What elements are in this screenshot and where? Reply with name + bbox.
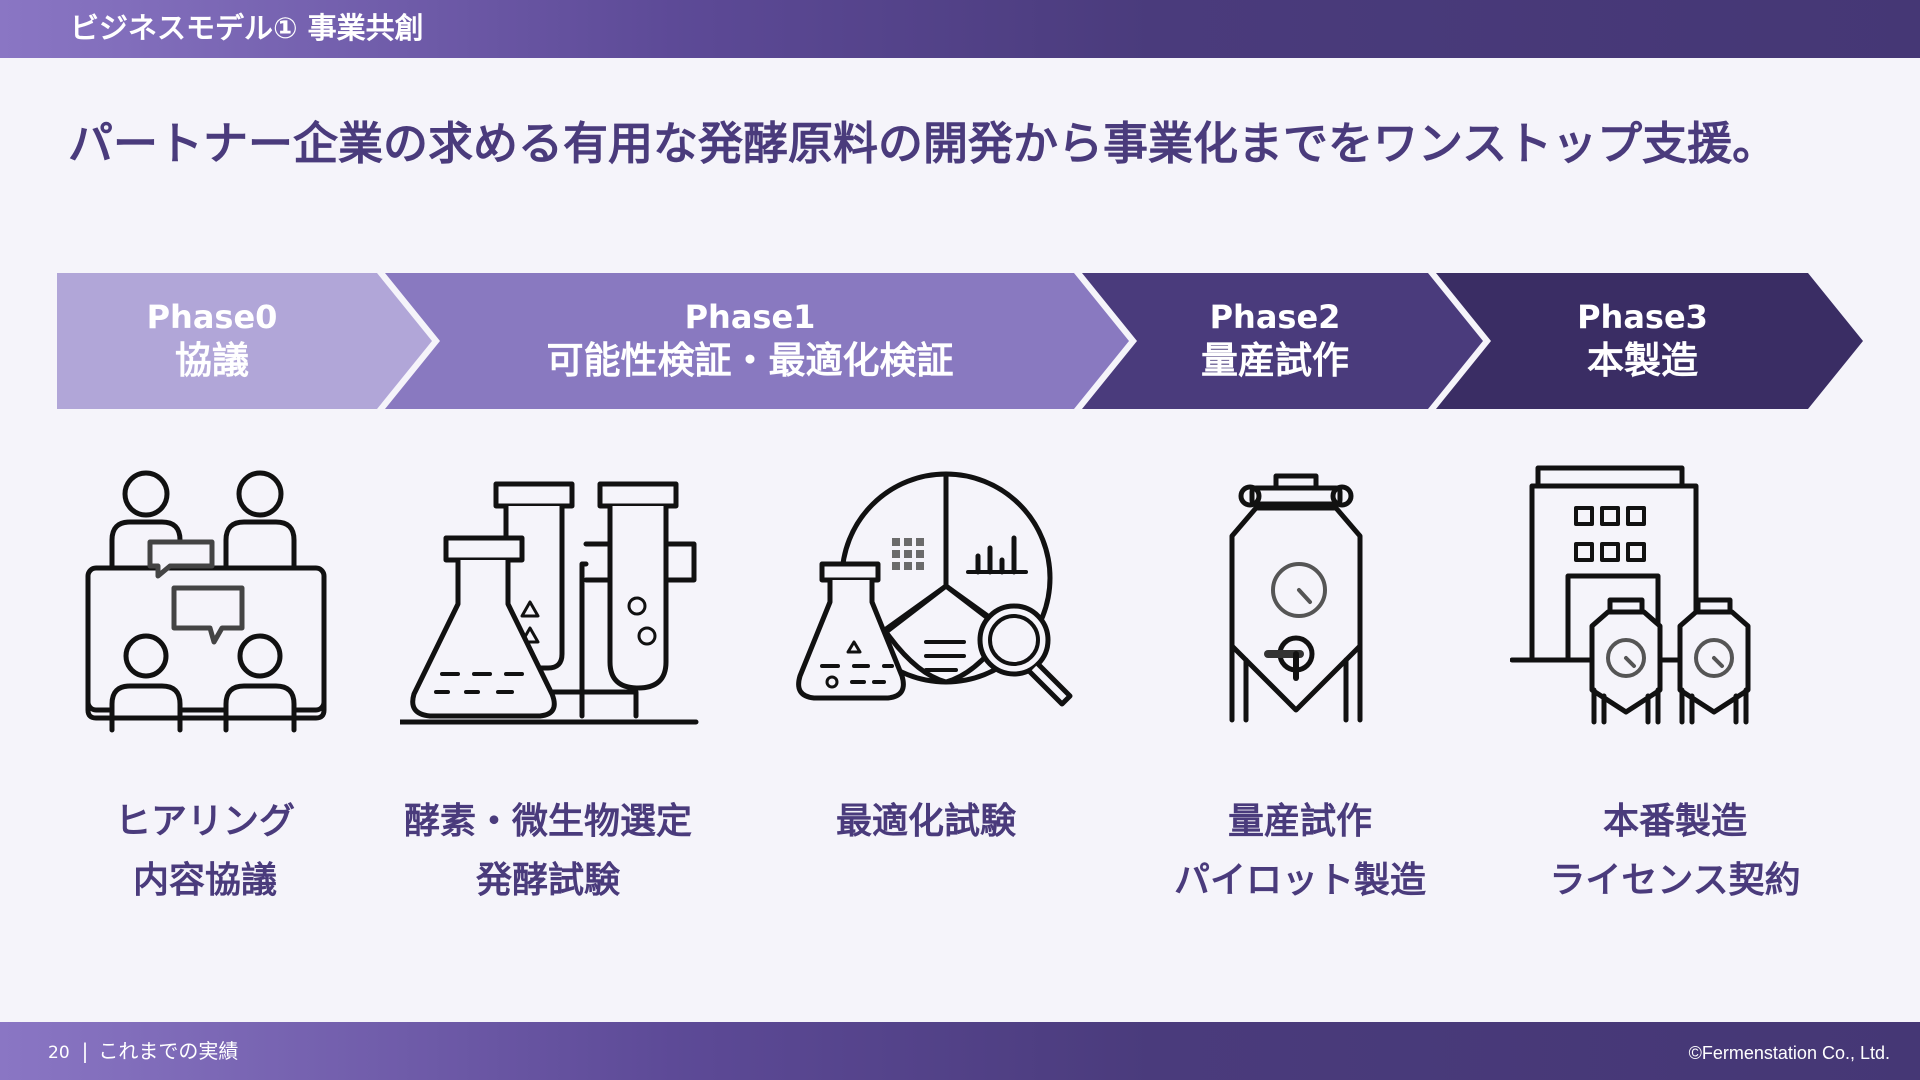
section-title: ビジネスモデル① 事業共創 — [70, 11, 424, 45]
fermentation-tank-icon — [1229, 473, 1363, 723]
phase-arrows — [57, 273, 1863, 409]
factory-icon — [1510, 465, 1751, 725]
caption-line: 最適化試験 — [835, 801, 1016, 842]
meeting-people-icon — [85, 470, 327, 733]
step-caption-hearing: ヒアリング 内容協議 — [60, 792, 350, 910]
caption-line: 量産試作 — [1227, 801, 1372, 842]
caption-line: パイロット製造 — [1173, 860, 1426, 901]
caption-line: 内容協議 — [132, 860, 277, 901]
phase1-title: 可能性検証・最適化検証 — [546, 339, 954, 382]
phase0-title: 協議 — [175, 339, 249, 382]
phase1-arrow — [385, 273, 1129, 409]
header-bar: ビジネスモデル① 事業共創 — [0, 0, 1920, 58]
caption-line: 発酵試験 — [475, 860, 620, 901]
phase3-arrow — [1436, 273, 1863, 409]
data-analysis-icon — [796, 471, 1073, 707]
phase2-label: Phase2 量産試作 — [1120, 296, 1430, 384]
phase-flow: Phase0 協議 Phase1 可能性検証・最適化検証 Phase2 量産試作… — [0, 270, 1920, 412]
page-number: 20 — [48, 1043, 70, 1063]
phase3-name: Phase3 — [1577, 298, 1708, 336]
caption-line: 本番製造 — [1602, 801, 1747, 842]
phase3-title: 本製造 — [1587, 339, 1698, 382]
phase2-arrow — [1082, 273, 1483, 409]
footer-section: 20 | これまでの実績 — [48, 1036, 238, 1068]
step-caption-pilot: 量産試作 パイロット製造 — [1140, 792, 1460, 910]
footer-separator: | — [81, 1039, 89, 1063]
lab-flasks-icon — [400, 481, 699, 725]
caption-line: ライセンス契約 — [1549, 860, 1801, 901]
phase2-name: Phase2 — [1209, 298, 1341, 336]
phase0-arrow — [57, 273, 432, 409]
phase1-name: Phase1 — [684, 298, 816, 336]
caption-line: ヒアリング — [114, 801, 295, 842]
phase0-name: Phase0 — [146, 298, 278, 336]
slide-headline: パートナー企業の求める有用な発酵原料の開発から事業化までをワンストップ支援。 — [68, 117, 1778, 170]
step-caption-production: 本番製造 ライセンス契約 — [1510, 792, 1840, 910]
footer-section-title: これまでの実績 — [98, 1039, 239, 1063]
phase1-label: Phase1 可能性検証・最適化検証 — [420, 296, 1080, 384]
caption-line: 酵素・微生物選定 — [403, 801, 692, 842]
step-caption-optimization: 最適化試験 — [776, 792, 1076, 851]
copyright: ©Fermenstation Co., Ltd. — [1688, 1043, 1890, 1063]
step-caption-selection: 酵素・微生物選定 発酵試験 — [378, 792, 718, 910]
footer-bar: 20 | これまでの実績 ©Fermenstation Co., Ltd. — [0, 1022, 1920, 1080]
phase2-title: 量産試作 — [1201, 339, 1349, 382]
phase0-label: Phase0 協議 — [57, 296, 367, 384]
phase3-label: Phase3 本製造 — [1475, 296, 1810, 384]
